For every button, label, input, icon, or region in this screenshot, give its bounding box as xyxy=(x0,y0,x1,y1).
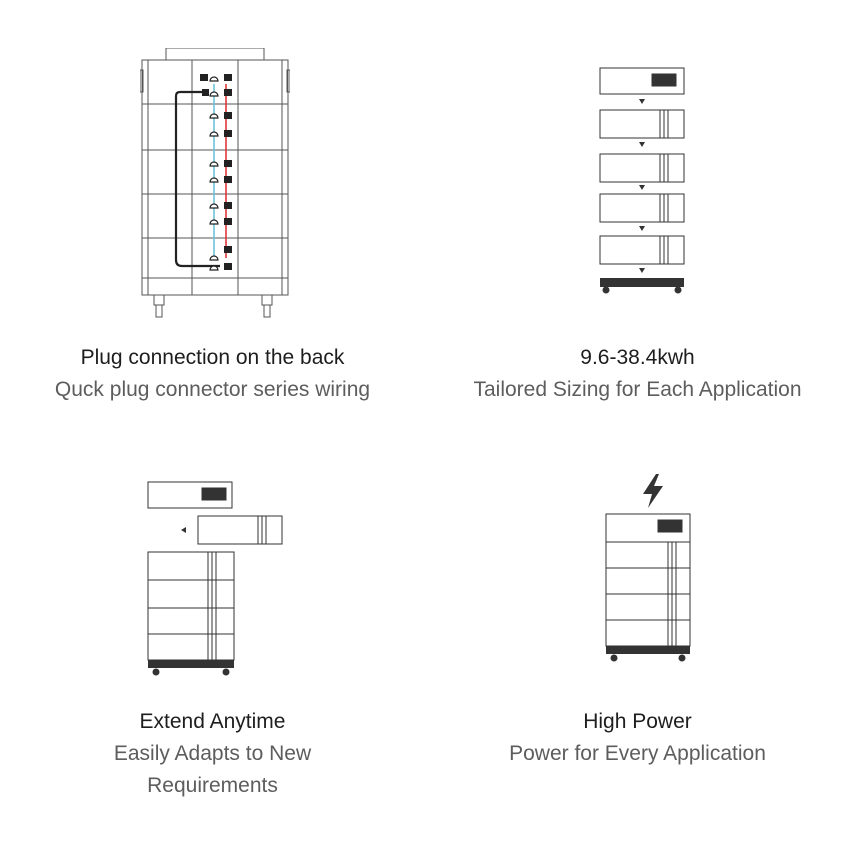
feature-title: 9.6-38.4kwh xyxy=(580,346,695,369)
feature-subtitle: Tailored Sizing for Each Application xyxy=(473,378,802,401)
feature-title: Plug connection on the back xyxy=(80,346,345,369)
feature-subtitle: Quck plug connector series wiring xyxy=(54,378,371,401)
feature-title: Extend Anytime xyxy=(139,710,286,733)
feature-title: High Power xyxy=(583,710,692,733)
feature-subtitle-line2: Requirements xyxy=(147,774,278,797)
stacked-modules-icon xyxy=(599,67,685,294)
extend-module-icon xyxy=(147,481,283,676)
battery-stack-icon xyxy=(605,513,691,662)
lightning-bolt-icon xyxy=(643,474,663,508)
feature-subtitle: Power for Every Application xyxy=(509,742,766,765)
battery-back-wiring-icon xyxy=(140,48,290,318)
feature-subtitle-line1: Easily Adapts to New xyxy=(113,742,312,765)
